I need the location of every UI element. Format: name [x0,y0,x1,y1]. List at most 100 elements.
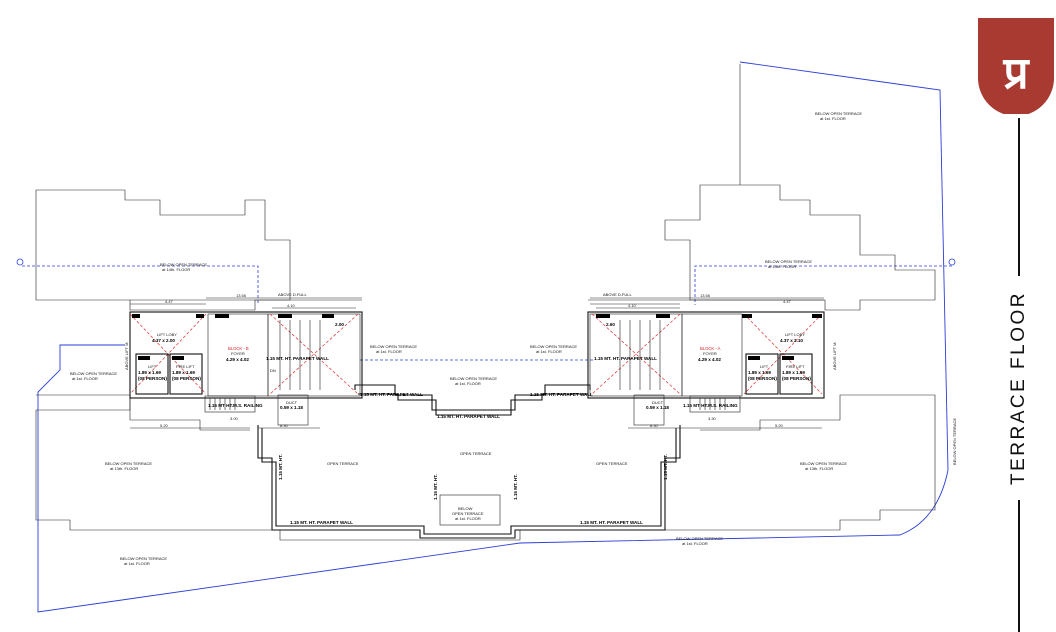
label-below-open-terrace-ml: BELOW OPEN TERRACE [370,344,417,349]
label-below-open-terrace-14-right: BELOW OPEN TERRACE [765,259,812,264]
label-2-60-right: 2.60 [606,322,615,327]
label-railing-right: 1.15 MT HT.M.S. RAILING [683,403,738,408]
label-fire-lift-dim-right: 1.89 x 1.69 [782,370,805,375]
label-foyer-right: FOYER [703,351,717,356]
title-rule-top [1018,118,1020,276]
site-boundary [37,61,949,613]
label-fire-lift-person-left: (08 PERSON) [172,376,201,381]
label-below-open-terrace-1st-left: BELOW OPEN TERRACE [70,371,117,376]
podium-step-right [700,410,841,431]
parapet-wall-outer [257,425,681,539]
label-parapet-core-right: 1.15 MT. HT. PARAPET WALL [594,356,657,361]
block-a-core [587,299,825,426]
label-fire-lift-right: FIRE LIFT [786,364,805,369]
label-parapet-core-left: 1.15 MT. HT. PARAPET WALL [266,356,329,361]
label-parapet-vert-3: 1.15 MT. HT. [513,474,518,500]
dim-13-56-left: 13.56 [236,293,247,298]
datum-marker-right-icon [948,258,956,266]
label-foyer-dim-right: 4.29 x 4.02 [698,357,721,362]
title-rule-bottom [1018,500,1020,632]
label-at-1st-mid: at 1st. FLOOR [455,381,481,386]
dim-8-30-left: 8.30 [280,423,289,428]
datum-line-left [22,265,259,305]
dim-4-10-right: 4.10 [628,303,637,308]
label-below-box: BELOW [458,506,473,511]
label-foyer-dim-left: 4.29 x 4.02 [226,357,249,362]
label-below-open-terrace-top: BELOW OPEN TERRACE [815,111,862,116]
brand-logo-glyph: प्र [1002,48,1030,99]
label-below-open-terrace-br: BELOW OPEN TERRACE [676,536,723,541]
label-lift-lobby-dim-right: 4.37 x 2.10 [780,338,803,343]
label-block-b: BLOCK - B [228,346,249,351]
label-below-open-terrace-13-left: BELOW OPEN TERRACE [105,461,152,466]
dim-3-00-left: 3.00 [230,416,239,421]
label-lift-lobby-left: LIFT LOBY [157,332,177,337]
below-open-terrace-box [439,494,501,526]
dim-4-47-right: 4.47 [783,299,792,304]
label-lift-lobby-right: LIFT LOBY [785,332,805,337]
label-2-00-left: 2.00 [335,322,344,327]
label-at-1st-top: at 1st. FLOOR [820,116,846,121]
label-open-terrace-right: OPEN TERRACE [596,461,628,466]
label-open-terrace-box: OPEN TERRACE [452,511,484,516]
central-court-wall [354,384,591,411]
label-lift-person-right: (08 PERSON) [748,376,777,381]
label-duct-dim-left: 0.59 x 1.18 [280,405,303,410]
label-at-1st-left: at 1st. FLOOR [72,376,98,381]
label-at-1st-box: at 1st. FLOOR [455,516,481,521]
dim-8-30-right: 8.30 [650,423,659,428]
label-parapet-vert-2: 1.15 MT. HT. [433,474,438,500]
label-railing-left: 1.15 MT HT.M.S. RAILING [208,403,263,408]
lower-building-outline [35,189,291,311]
label-dn-left: DN [270,368,276,373]
label-fire-lift-left: FIRE LIFT [176,364,195,369]
label-open-terrace-center: OPEN TERRACE [460,451,492,456]
label-parapet-vert-1: 1.15 MT. HT. [278,454,283,480]
label-foyer-left: FOYER [231,351,245,356]
label-lift-left: LIFT [148,364,157,369]
label-above-dfull-right: ABOVE D.FULL [603,292,632,297]
podium-step-left [129,395,250,431]
label-below-open-terrace-mid: BELOW OPEN TERRACE [450,376,497,381]
page-title: TERRACE FLOOR [1008,290,1029,486]
dim-4-47-left: 4.47 [165,299,174,304]
brand-logo-icon: प्र [978,18,1054,114]
label-duct-left: DUCT [286,400,298,405]
label-duct-right: DUCT [652,400,664,405]
label-lift-dim-right: 1.89 x 1.69 [748,370,771,375]
dimension-lines [130,297,824,429]
label-at-13th-right: at 13th. FLOOR [805,466,833,471]
central-court-wall-inner [358,393,588,416]
label-below-open-terrace-13-right: BELOW OPEN TERRACE [800,461,847,466]
label-parapet-bottom-right: 1.15 MT. HT. PARAPET WALL [580,520,643,525]
label-at-1st-bottom: at 1st. FLOOR [124,561,150,566]
label-parapet-right-court: 1.15 MT. HT. PARAPET WALL [530,392,593,397]
dim-13-56-right: 13.56 [700,293,711,298]
dim-4-10-left: 4.10 [287,303,296,308]
label-fire-lift-dim-left: 1.89 x 1.69 [172,370,195,375]
lower-building-outline-right [664,64,936,311]
label-parapet-mid: 1.15 MT. HT. PARAPET WALL [437,414,500,419]
block-b-core [129,299,363,426]
label-at-14th-left: at 14th. FLOOR [162,267,190,272]
label-block-a: BLOCK - A [700,346,721,351]
label-above-lift-left: ABOVE LIFT M. [124,341,129,370]
dim-3-30-right: 3.30 [708,416,717,421]
label-below-open-terrace-bottom: BELOW OPEN TERRACE [120,556,167,561]
label-at-14th-right: at 14th. FLOOR [768,264,796,269]
label-at-1st-ml: at 1st. FLOOR [376,349,402,354]
label-parapet-bottom-left: 1.15 MT. HT. PARAPET WALL [290,520,353,525]
dim-5-20-left: 5.20 [160,423,169,428]
label-below-open-terrace-vert: BELOW OPEN TERRACE [952,418,957,465]
label-above-lift-right: ABOVE LIFT M. [832,341,837,370]
label-at-1st-mr: at 1st. FLOOR [536,349,562,354]
label-open-terrace-left: OPEN TERRACE [327,461,359,466]
label-lift-right: LIFT [760,364,769,369]
label-at-1st-br: at 1st. FLOOR [682,541,708,546]
label-lift-person-left: (08 PERSON) [138,376,167,381]
label-above-dfull-left: ABOVE D.FULL [278,292,307,297]
datum-line-right [694,265,952,305]
label-below-open-terrace-14-left: BELOW OPEN TERRACE [160,262,207,267]
label-parapet-vert-4: 1.15 MT. HT. [663,454,668,480]
datum-marker-left-icon [16,258,24,266]
